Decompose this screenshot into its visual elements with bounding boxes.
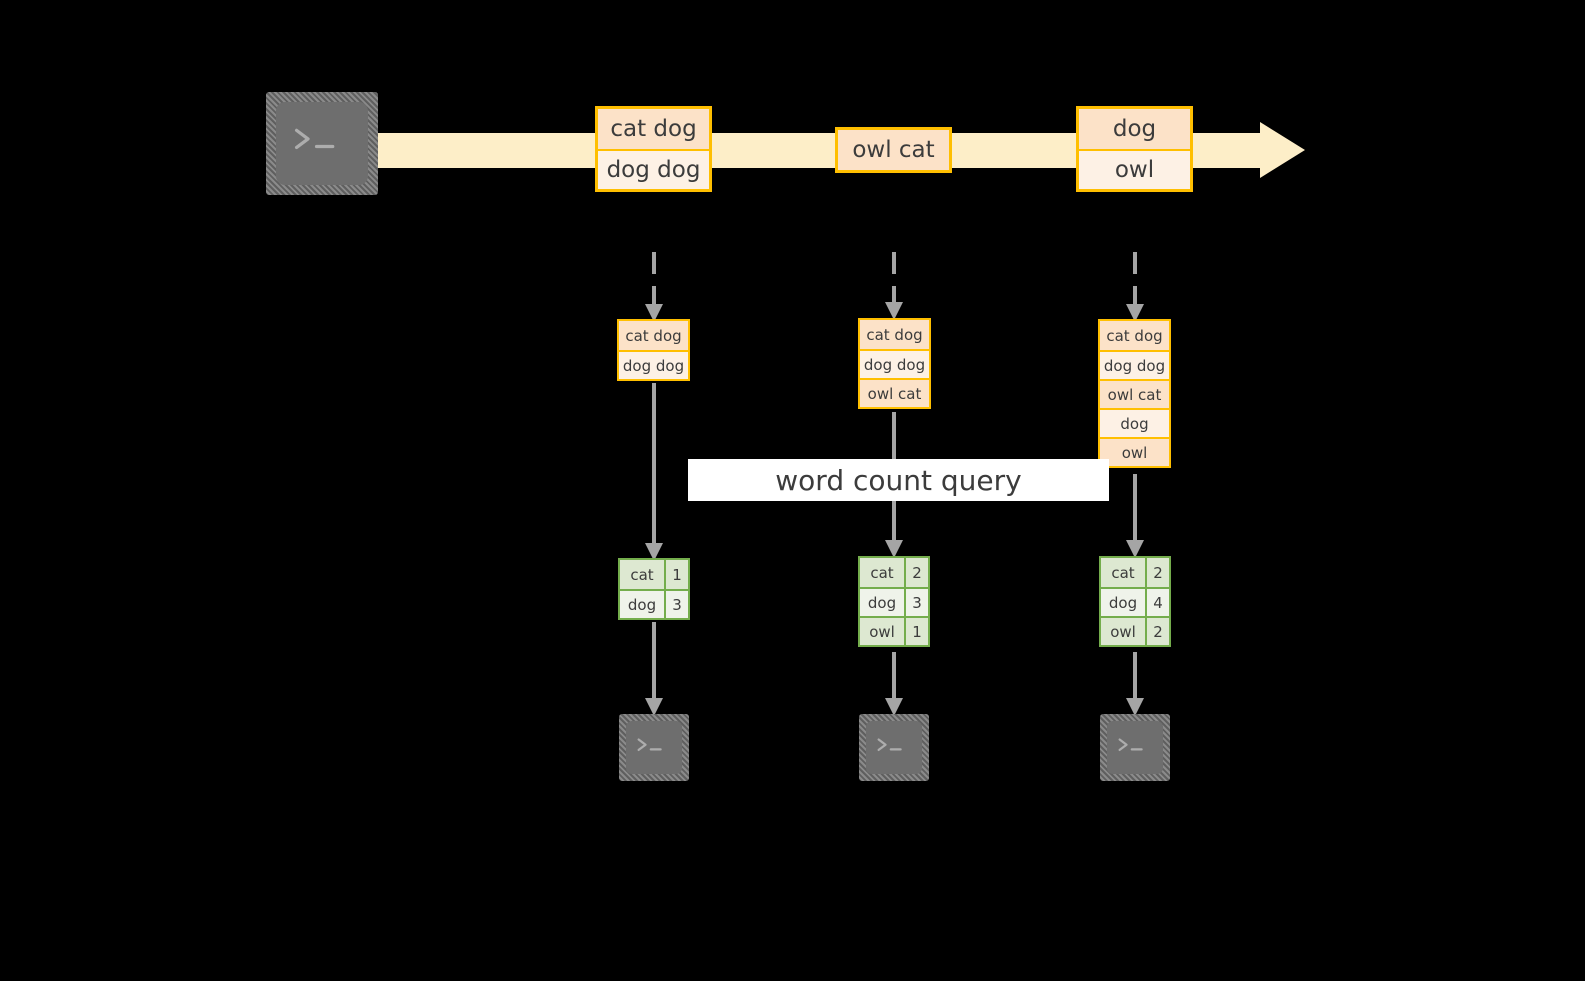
result-count: 1	[664, 560, 688, 589]
stream-to-state-connector	[882, 252, 906, 322]
consumer-sink-terminal-icon[interactable]	[1100, 714, 1170, 781]
state-to-result-connector	[1123, 474, 1147, 560]
result-word: dog	[867, 593, 897, 612]
consumer-result-table[interactable]: cat 1 dog 3	[618, 558, 690, 620]
result-word: owl	[1110, 622, 1136, 641]
result-word: cat	[630, 565, 654, 584]
query-label: word count query	[688, 459, 1109, 501]
state-row: dog dog	[860, 349, 929, 378]
terminal-body	[1107, 721, 1163, 774]
result-to-sink-connector	[642, 622, 666, 718]
result-count: 3	[904, 589, 928, 616]
stream-message-box[interactable]: cat dog dog dog	[595, 106, 712, 192]
result-word: dog	[1108, 593, 1138, 612]
stream-message-box[interactable]: owl cat	[835, 127, 952, 173]
state-row: cat dog	[1100, 321, 1169, 350]
consumer-state-table[interactable]: cat dog dog dog owl cat	[858, 318, 931, 409]
state-row: owl cat	[1100, 379, 1169, 408]
message-row: dog dog	[598, 149, 709, 189]
result-count: 2	[1145, 558, 1169, 587]
state-row: owl cat	[860, 378, 929, 407]
stream-arrow-head	[1260, 122, 1305, 178]
terminal-prompt-glyph	[1118, 738, 1143, 751]
consumer-state-table[interactable]: cat dog dog dog	[617, 319, 690, 381]
consumer-sink-terminal-icon[interactable]	[859, 714, 929, 781]
result-word: cat	[1111, 563, 1135, 582]
result-to-sink-connector	[882, 652, 906, 718]
state-to-result-connector	[642, 383, 666, 563]
message-row: owl cat	[838, 130, 949, 170]
result-count: 2	[1145, 618, 1169, 645]
result-word: dog	[627, 595, 657, 614]
terminal-body	[866, 721, 922, 774]
result-count: 3	[664, 591, 688, 618]
consumer-state-table[interactable]: cat dog dog dog owl cat dog owl	[1098, 319, 1171, 468]
result-word: cat	[870, 563, 894, 582]
terminal-prompt-glyph	[637, 738, 662, 751]
state-row: dog dog	[1100, 350, 1169, 379]
message-row: cat dog	[598, 109, 709, 149]
result-row: cat 2	[1101, 558, 1169, 587]
result-word: owl	[869, 622, 895, 641]
result-count: 4	[1145, 589, 1169, 616]
stream-to-state-connector	[1123, 252, 1147, 324]
result-count: 1	[904, 618, 928, 645]
result-row: cat 2	[860, 558, 928, 587]
result-row: dog 3	[860, 587, 928, 616]
state-row: dog	[1100, 408, 1169, 437]
message-row: dog	[1079, 109, 1190, 149]
terminal-prompt-glyph	[294, 128, 335, 149]
result-row: dog 4	[1101, 587, 1169, 616]
result-row: owl 1	[860, 616, 928, 645]
stream-to-state-connector	[642, 252, 666, 324]
message-row: owl	[1079, 149, 1190, 189]
state-row: cat dog	[619, 321, 688, 350]
producer-terminal-icon[interactable]	[266, 92, 378, 195]
result-row: cat 1	[620, 560, 688, 589]
result-row: dog 3	[620, 589, 688, 618]
stream-message-box[interactable]: dog owl	[1076, 106, 1193, 192]
state-row: owl	[1100, 437, 1169, 466]
consumer-result-table[interactable]: cat 2 dog 3 owl 1	[858, 556, 930, 647]
terminal-body	[626, 721, 682, 774]
result-to-sink-connector	[1123, 652, 1147, 718]
terminal-prompt-glyph	[877, 738, 902, 751]
terminal-body	[276, 102, 368, 185]
result-count: 2	[904, 558, 928, 587]
state-row: cat dog	[860, 320, 929, 349]
result-row: owl 2	[1101, 616, 1169, 645]
consumer-sink-terminal-icon[interactable]	[619, 714, 689, 781]
state-row: dog dog	[619, 350, 688, 379]
consumer-result-table[interactable]: cat 2 dog 4 owl 2	[1099, 556, 1171, 647]
